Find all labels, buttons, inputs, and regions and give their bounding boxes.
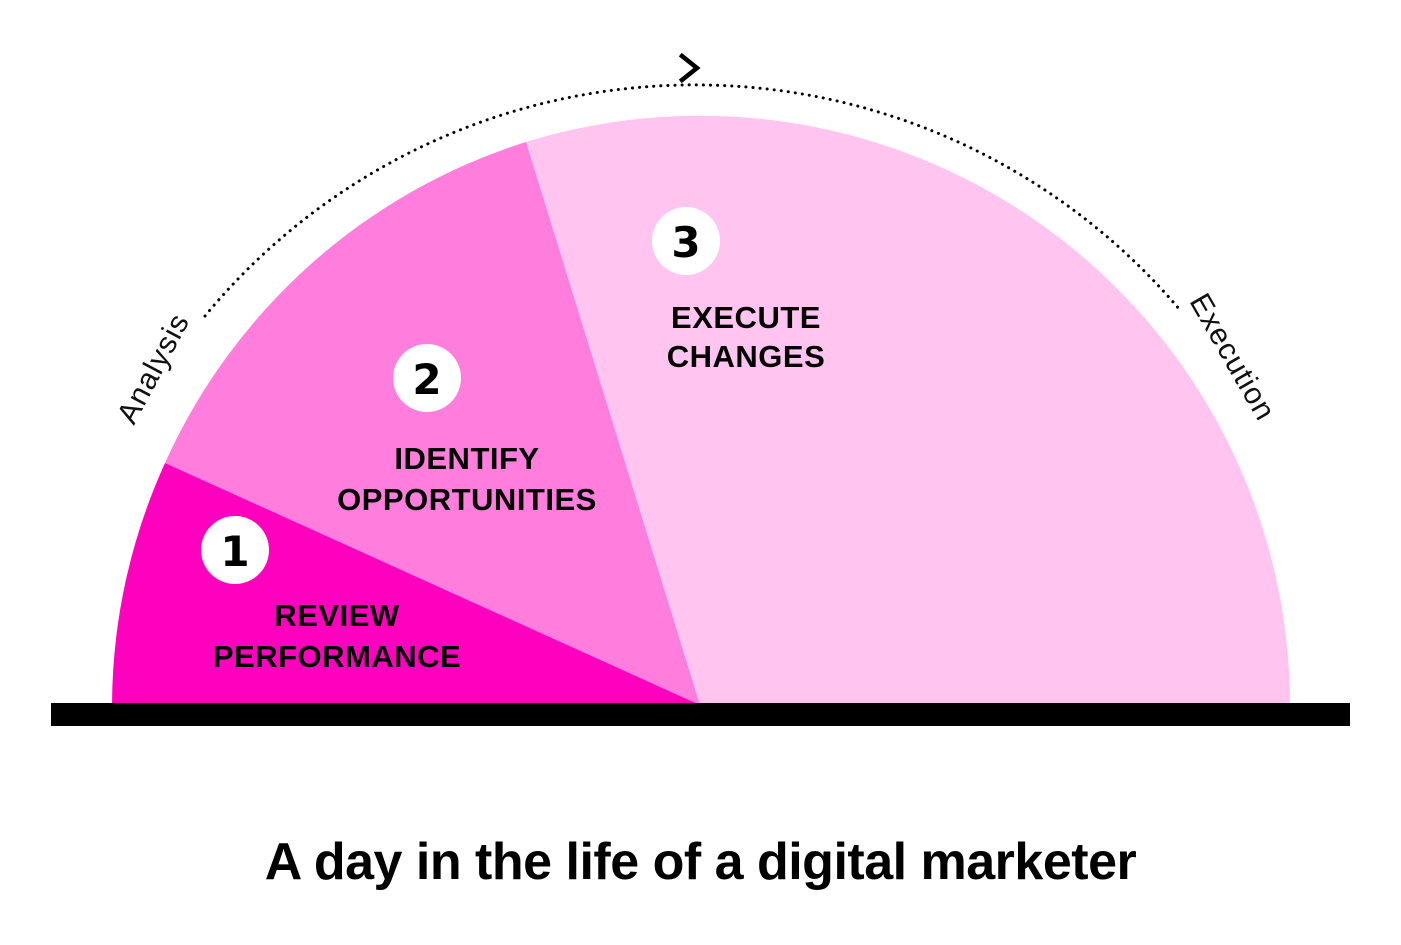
step-number-badge xyxy=(201,516,269,584)
step-number-badge xyxy=(393,344,461,412)
wedge-identify-opportunities xyxy=(165,142,700,705)
step-2: 2 IDENTIFY OPPORTUNITIES xyxy=(337,344,597,517)
baseline-bar xyxy=(51,703,1350,726)
step-label-line2: CHANGES xyxy=(667,339,826,374)
step-label-line1: IDENTIFY xyxy=(394,441,539,476)
step-label-line1: EXECUTE xyxy=(671,300,821,335)
page-title: A day in the life of a digital marketer xyxy=(264,833,1137,891)
arc-label-analysis: Analysis xyxy=(111,308,196,429)
step-3: 3 EXECUTE CHANGES xyxy=(652,207,825,374)
step-number: 1 xyxy=(220,527,249,576)
step-1: 1 REVIEW PERFORMANCE xyxy=(201,516,461,674)
wedge-review-performance xyxy=(112,463,700,705)
step-number: 3 xyxy=(671,218,700,267)
progress-arc xyxy=(203,83,1182,318)
wedge-execute-changes xyxy=(526,115,1290,706)
step-number: 2 xyxy=(412,355,441,404)
step-label-line2: PERFORMANCE xyxy=(213,639,461,674)
step-number-badge xyxy=(652,207,720,275)
step-label-line1: REVIEW xyxy=(274,598,400,633)
step-label-line2: OPPORTUNITIES xyxy=(337,482,597,517)
chevron-right-icon xyxy=(678,52,701,84)
